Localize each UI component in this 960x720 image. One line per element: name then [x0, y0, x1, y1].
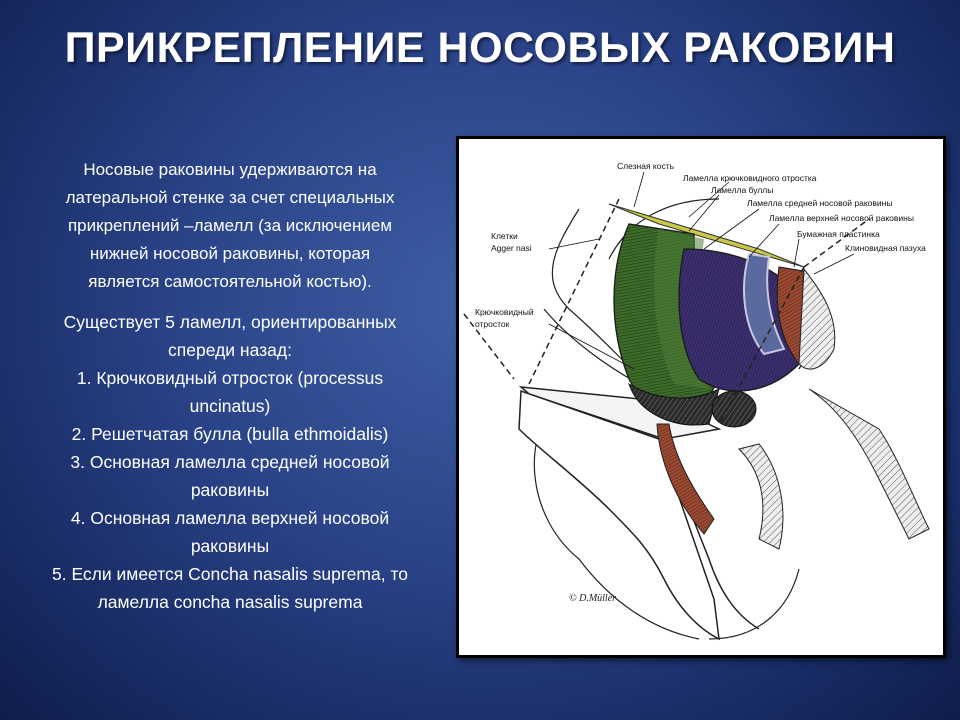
lamella-item-text: 3. Основная ламелла средней носовой: [70, 452, 390, 472]
intro-line: является самостоятельной костью).: [88, 272, 372, 291]
label-sphenoid-sinus: Клиновидная пазуха: [845, 243, 926, 253]
sphenoid-sinus-wall: [798, 267, 836, 370]
lamella-item-text: 2. Решетчатая булла (bulla ethmoidalis): [71, 424, 389, 444]
lamella-item-1: 1. Крючковидный отросток (processus unci…: [10, 364, 450, 420]
lamella-item-text: uncinatus): [189, 396, 271, 416]
turbinate-mass: [628, 382, 720, 426]
intro-line: прикреплений –ламелл (за исключением: [67, 216, 393, 235]
posterior-bone-section: [808, 388, 930, 540]
leader-lines: [548, 171, 855, 370]
lamella-item-3: 3. Основная ламелла средней носовой рако…: [10, 448, 450, 504]
label-lamina-papyracea: Бумажная пластинка: [797, 229, 880, 239]
lamella-item-text: 1. Крючковидный отросток (processus: [76, 368, 384, 388]
label-superior-concha-lamella: Ламелла верхней носовой раковины: [769, 213, 914, 223]
slide-title: ПРИКРЕПЛЕНИЕ НОСОВЫХ РАКОВИН: [64, 24, 896, 72]
anatomy-illustration: Слезная кость Ламелла крючковидного отро…: [459, 139, 943, 655]
inferior-red-strip: [656, 423, 715, 535]
lamella-item-text: раковины: [190, 480, 270, 500]
nasal-wall-section: [518, 389, 720, 641]
lamella-item-4: 4. Основная ламелла верхней носовой рако…: [10, 504, 450, 560]
superior-concha-lamella: [743, 252, 786, 356]
lamella-item-5: 5. Если имеется Concha nasalis suprema, …: [10, 560, 450, 616]
label-lacrimal-bone: Слезная кость: [617, 161, 675, 171]
intro-line: Носовые раковины удерживаются на: [83, 160, 377, 179]
lamella-item-text: раковины: [190, 536, 270, 556]
projection-lines: [463, 198, 870, 425]
intro-line: нижней носовой раковины, которая: [89, 244, 371, 263]
anatomy-figure-frame: Слезная кость Ламелла крючковидного отро…: [456, 136, 946, 658]
lamella-item-text: 4. Основная ламелла верхней носовой: [70, 508, 390, 528]
label-middle-concha-lamella: Ламелла средней носовой раковины: [747, 198, 892, 208]
list-intro-line: Существует 5 ламелл, ориентированных: [63, 312, 397, 332]
label-uncinate-process-line2: отросток: [475, 319, 510, 329]
lamella-item-2: 2. Решетчатая булла (bulla ethmoidalis): [10, 420, 450, 448]
text-block: Носовые раковины удерживаются на латерал…: [10, 156, 450, 616]
label-agger-nasi-line2: Agger nasi: [491, 243, 532, 253]
list-intro: Существует 5 ламелл, ориентированных спе…: [10, 308, 450, 364]
lamella-item-text: 5. Если имеется Concha nasalis suprema, …: [51, 564, 408, 584]
intro-line: латеральной стенке за счет специальных: [65, 188, 395, 207]
label-agger-nasi-line1: Клетки: [491, 231, 518, 241]
intro-paragraph: Носовые раковины удерживаются на латерал…: [10, 156, 450, 296]
lamella-item-text: ламелла concha nasalis suprema: [97, 592, 363, 612]
artist-signature: © D.Müller: [569, 593, 616, 604]
label-uncinate-lamella: Ламелла крючковидного отростка: [683, 173, 817, 183]
label-uncinate-process-line1: Крючковидный: [475, 307, 534, 317]
lower-bone-section: [738, 443, 784, 550]
concha-bulb: [711, 390, 757, 428]
list-intro-line: спереди назад:: [168, 340, 292, 360]
label-bulla-lamella: Ламелла буллы: [711, 185, 773, 195]
